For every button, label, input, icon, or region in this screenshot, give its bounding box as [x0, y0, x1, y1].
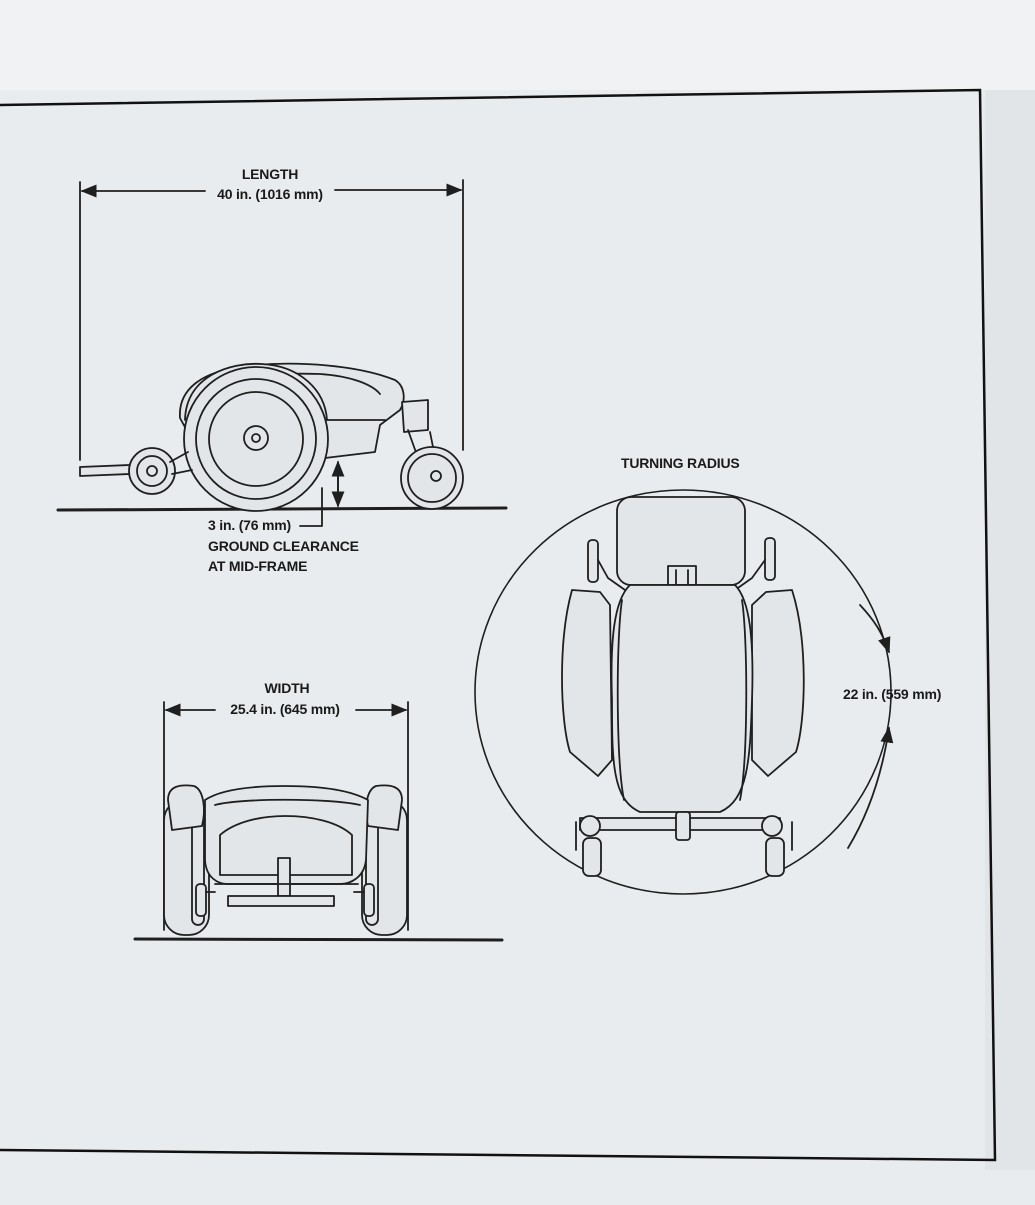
- top-right-wheel: [751, 589, 805, 777]
- top-left-caster: [582, 837, 602, 877]
- turning-radius-measure: 22 in. (559 mm): [843, 686, 942, 702]
- side-drive-hub: [243, 425, 269, 451]
- turning-circle: [474, 489, 892, 895]
- radius-arrow-down: [847, 726, 894, 849]
- clearance-measure: 3 in. (76 mm): [208, 517, 291, 533]
- front-view-wheelchair: [133, 701, 504, 942]
- length-title: LENGTH: [241, 166, 299, 182]
- side-antitip-wheel: [128, 447, 176, 495]
- top-backrest: [616, 496, 746, 586]
- length-measure: 40 in. (1016 mm): [217, 186, 323, 202]
- width-title: WIDTH: [264, 680, 310, 696]
- front-ground-line: [133, 937, 504, 942]
- clearance-line1: GROUND CLEARANCE: [208, 538, 359, 554]
- front-body: [204, 785, 369, 885]
- top-view-wheelchair: [474, 489, 894, 895]
- page-frame: [0, 88, 997, 1162]
- top-right-caster: [765, 837, 785, 877]
- clearance-leader: [299, 487, 323, 527]
- width-measure: 25.4 in. (645 mm): [230, 701, 340, 717]
- top-seat: [610, 584, 754, 813]
- clearance-line2: AT MID-FRAME: [208, 558, 308, 574]
- side-view-wheelchair: [56, 179, 508, 527]
- side-drive-wheel: [183, 366, 329, 512]
- turning-radius-title: TURNING RADIUS: [621, 455, 740, 471]
- radius-arrow-up: [859, 604, 891, 654]
- top-left-wheel: [561, 589, 613, 777]
